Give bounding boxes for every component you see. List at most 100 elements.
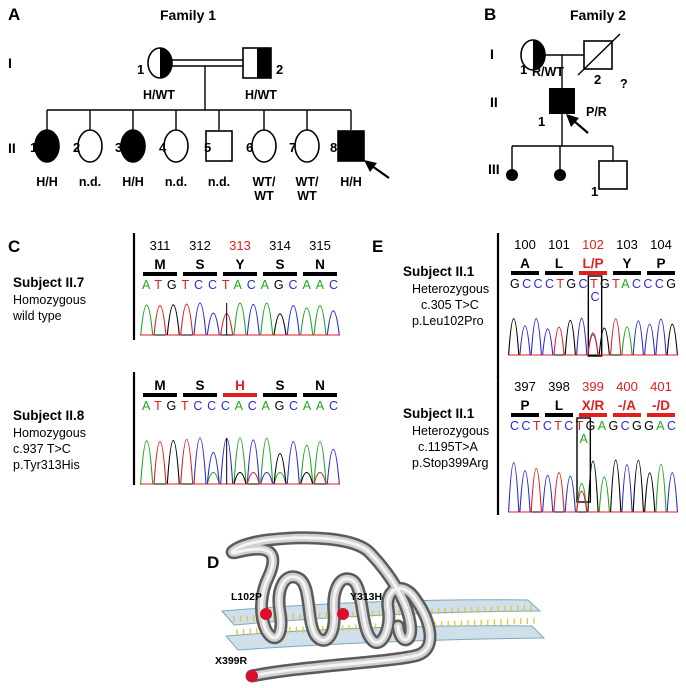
e-bottom-base-11: C — [621, 419, 630, 433]
family1-II6-genotype: WT/WT — [253, 175, 276, 203]
panel-a: A Family 1 I II 1 2 H/WT H/WT 1H/H2n.d.3… — [8, 5, 390, 203]
e-top-base-4: C — [545, 277, 554, 291]
mutation-label-y313h: Y313H — [350, 591, 382, 603]
family2-generation-3: III — [488, 161, 500, 177]
c-wt-codon-bar-5 — [303, 272, 337, 276]
family1-II8-symbol — [337, 130, 365, 162]
family2-I1-genotype: R/WT — [532, 65, 564, 79]
family1-II4-symbol — [163, 129, 189, 163]
e-top-position-103: 103 — [616, 237, 638, 252]
e-bottom-aa-1: P — [520, 398, 529, 413]
c-mut-base-5: C — [193, 399, 202, 413]
family1-II2-genotype: n.d. — [79, 175, 101, 189]
e-bottom-aa-5: -/D — [652, 398, 670, 413]
c-mut-trace-G — [140, 440, 340, 485]
family1-II3-number: 3 — [115, 140, 122, 155]
family1-I2-carrier-male — [242, 47, 272, 79]
family2-I2-number: 2 — [594, 72, 601, 87]
c-wt-aa-1: M — [154, 257, 165, 272]
family2-III-pregnancy-loss-2 — [554, 169, 566, 181]
c-mut-base-4: T — [181, 399, 189, 413]
c-wt-base-10: A — [261, 278, 270, 292]
c-wt-position-312: 312 — [189, 238, 211, 253]
c-wt-position-311: 311 — [150, 238, 171, 253]
e-top-position-102: 102 — [582, 237, 604, 252]
c-mut-base-12: C — [289, 399, 298, 413]
c-wt-line-2: wild type — [12, 309, 62, 323]
c-wt-base-3: G — [167, 278, 177, 292]
family2-I2-genotype: ? — [620, 77, 628, 91]
c-wt-base-15: C — [329, 278, 338, 292]
family1-title: Family 1 — [160, 7, 216, 23]
family1-II2-symbol — [77, 129, 103, 163]
e-top-aa-3: L/P — [582, 256, 603, 271]
c-mut-base-3: G — [167, 399, 177, 413]
e-bottom-aa-2: L — [555, 398, 563, 413]
c-mut-codon-bar-1 — [143, 393, 177, 397]
family1-II1-number: 1 — [30, 140, 37, 155]
family1-II7-genotype-line-1: WT/ — [296, 175, 319, 189]
family1-I2-genotype: H/WT — [245, 88, 277, 102]
e-bottom-second-base: A — [579, 432, 588, 446]
e-top-base-13: C — [643, 277, 652, 291]
e-bottom-base-4: C — [543, 419, 552, 433]
c-wt-codon-bar-1 — [143, 272, 177, 276]
family1-II4-genotype: n.d. — [165, 175, 187, 189]
e-bottom-position-398: 398 — [548, 379, 570, 394]
panel-d: D L102P Y313H X399R — [207, 531, 546, 683]
e-bottom-codon-bar-2 — [545, 413, 573, 417]
family2-title: Family 2 — [570, 7, 626, 23]
family2-II1-affected-male — [549, 88, 575, 114]
e-top-trace-T — [508, 318, 678, 356]
c-wt-trace-C — [140, 302, 340, 336]
e-bottom-aa-3: X/R — [582, 398, 605, 413]
e-bottom-position-400: 400 — [616, 379, 638, 394]
e-top-aa-1: A — [520, 256, 530, 271]
family1-II5-genotype: n.d. — [208, 175, 230, 189]
e-bottom-base-10: G — [609, 419, 619, 433]
e-top-base-15: G — [666, 277, 676, 291]
e-top-aa-2: L — [555, 256, 563, 271]
family1-I1-carrier-female — [147, 47, 173, 79]
family1-II4-number: 4 — [159, 140, 167, 155]
family1-II5-number: 5 — [204, 140, 211, 155]
c-wt-base-11: G — [274, 278, 284, 292]
family2-generation-2: II — [490, 94, 498, 110]
family1-II5-symbol — [205, 130, 233, 162]
panel-label-d: D — [207, 553, 219, 572]
e-top-base-12: C — [632, 277, 641, 291]
panel-label-c: C — [8, 237, 20, 256]
e-bottom-codon-bar-4 — [613, 413, 641, 417]
e-top-codon-bar-5 — [647, 271, 675, 275]
c-wt-base-14: A — [316, 278, 325, 292]
c-mut-codon-bar-5 — [303, 393, 337, 397]
c-mut-aa-4: S — [275, 378, 284, 393]
c-mut-line-1: Homozygous — [13, 426, 86, 440]
e-bottom-position-401: 401 — [650, 379, 672, 394]
mutation-label-x399r: X399R — [215, 655, 248, 667]
mutation-site-l102p — [260, 608, 272, 620]
c-wt-line-1: Homozygous — [13, 293, 86, 307]
e-top-line-3: p.Leu102Pro — [412, 314, 484, 328]
c-wt-aa-3: Y — [235, 257, 244, 272]
family1-II3-genotype: H/H — [122, 175, 144, 189]
e-bottom-base-9: A — [598, 419, 607, 433]
c-mut-base-15: C — [329, 399, 338, 413]
e-bottom-line-2: c.1195T>A — [418, 440, 479, 454]
e-top-line-2: c.305 T>C — [421, 298, 479, 312]
family1-II7-genotype: WT/WT — [296, 175, 319, 203]
e-bottom-base-13: G — [644, 419, 654, 433]
e-top-codon-bar-1 — [511, 271, 539, 275]
family1-II7-symbol — [294, 129, 320, 163]
c-wt-base-5: C — [194, 278, 203, 292]
family2-generation-1: I — [490, 46, 494, 62]
family1-II8-genotype: H/H — [340, 175, 362, 189]
e-top-position-104: 104 — [650, 237, 672, 252]
